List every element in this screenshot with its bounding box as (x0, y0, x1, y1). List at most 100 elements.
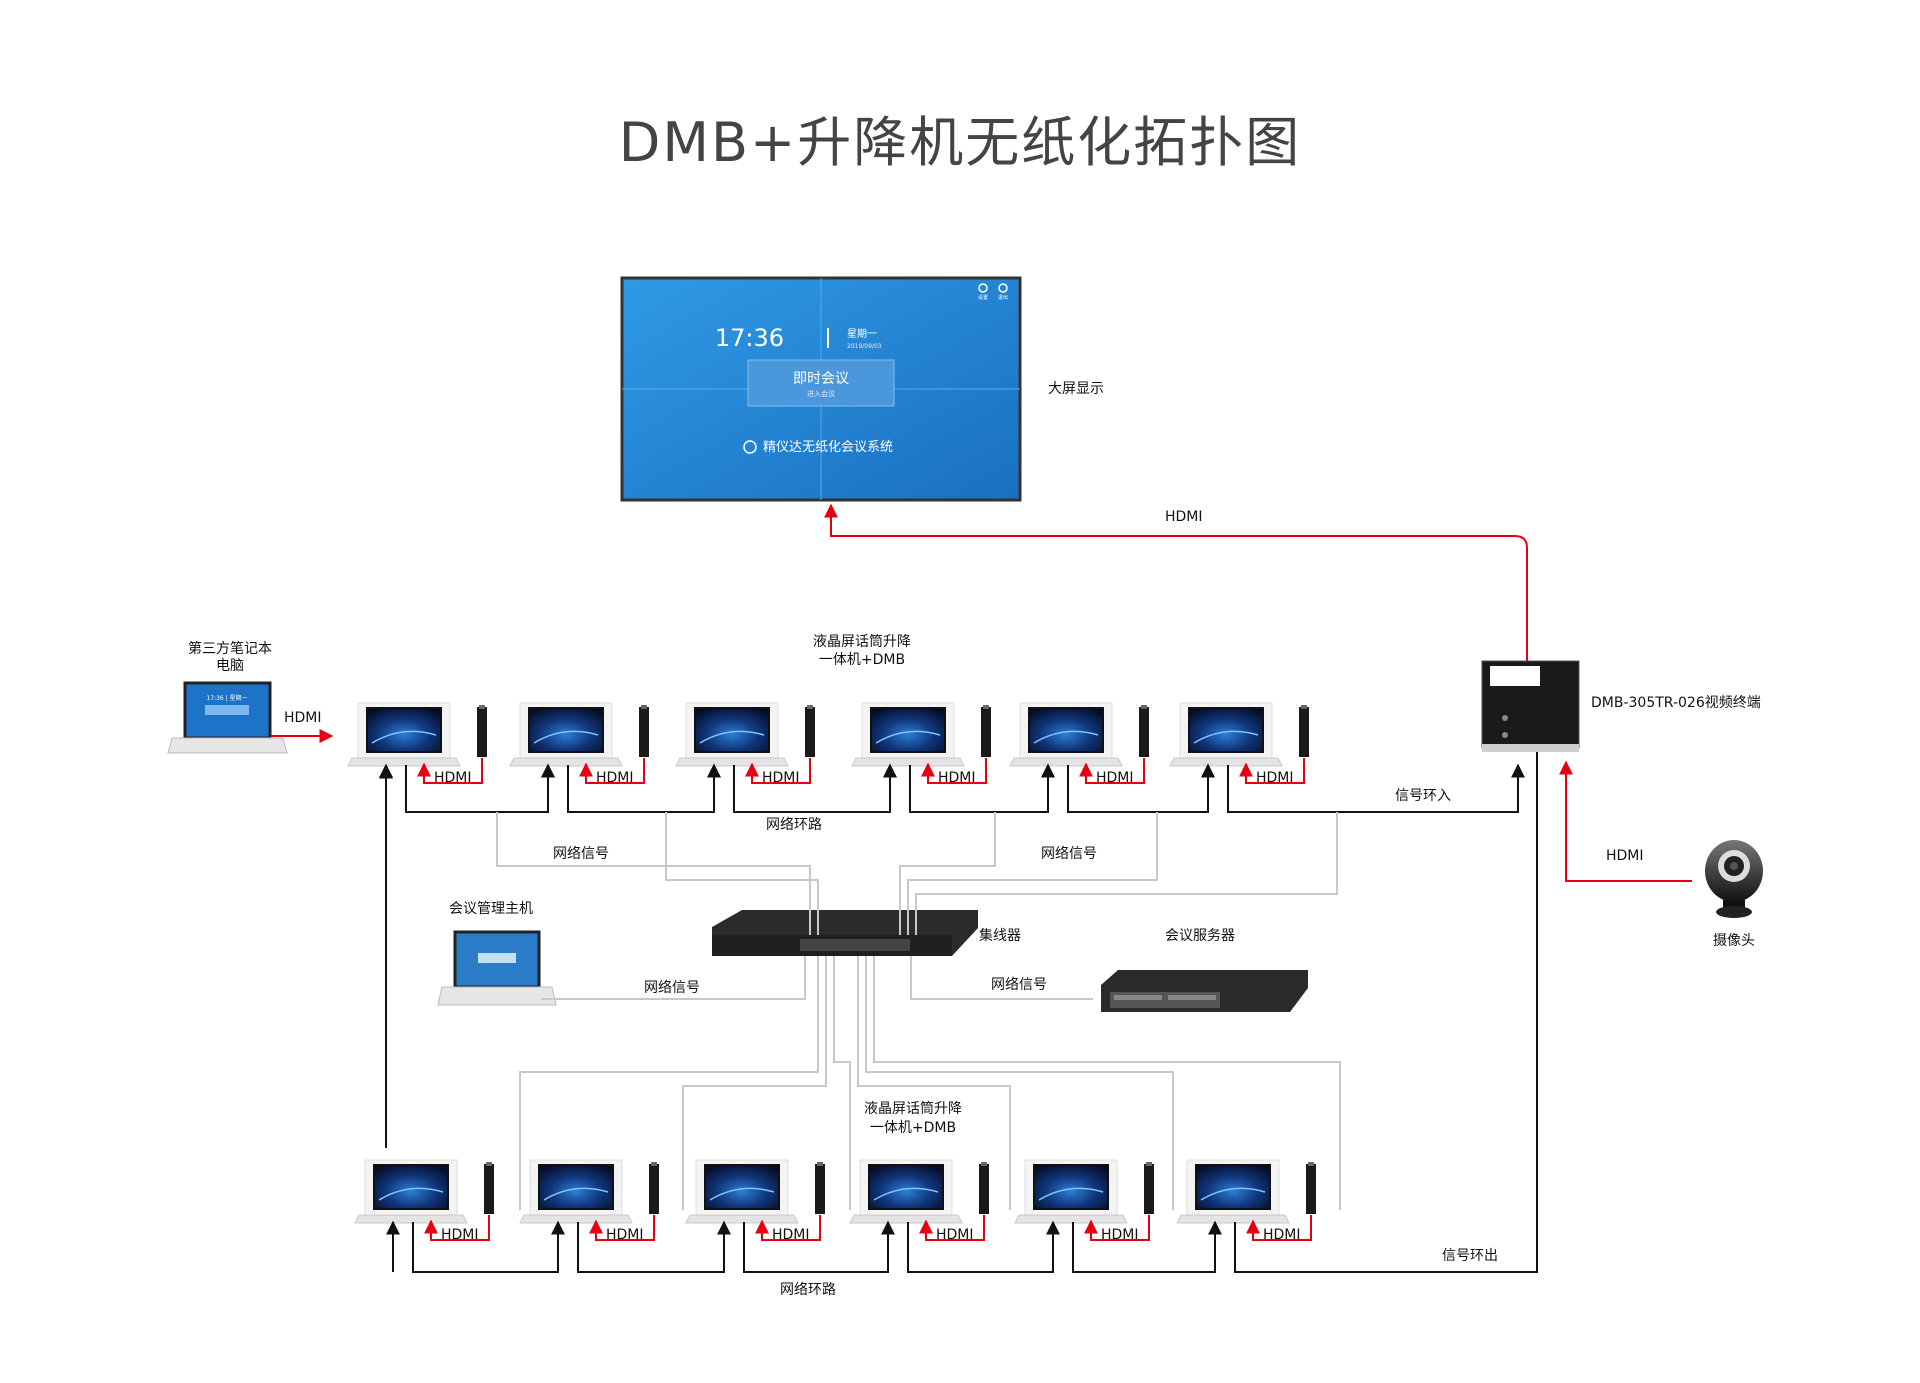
signal-chain-links (379, 752, 1538, 1273)
network-signal-top-left-label: 网络信号 (553, 846, 609, 862)
network-signal-lines (496, 812, 1341, 1210)
network-signal-line-10 (833, 956, 851, 1210)
power-icon[interactable] (998, 283, 1008, 293)
bottom-row-unit-screen-2 (538, 1164, 614, 1210)
top-row-hdmi-link-3 (745, 758, 811, 784)
top-row-mic-lift-4 (981, 707, 991, 757)
bottom-row-group-label-1: 液晶屏话筒升降 (864, 1100, 962, 1117)
top-row-hdmi-label-5: HDMI (1096, 770, 1134, 786)
signal-in-label: 信号环入 (1395, 788, 1451, 804)
settings-icon[interactable] (978, 283, 988, 293)
top-row-hdmi-label-2: HDMI (596, 770, 634, 786)
screen-time: 17:36 (715, 324, 784, 352)
screen-weekday: 星期一 (847, 328, 877, 340)
network-signal-line-2 (665, 812, 819, 935)
network-signal-line-12 (865, 956, 1174, 1210)
bottom-row-unit-screen-4 (868, 1164, 944, 1210)
screen-brand: 精仪达无纸化会议系统 (763, 440, 893, 455)
bottom-row-hdmi-label-2: HDMI (606, 1227, 644, 1243)
bottom-row-hdmi-link-3 (755, 1215, 821, 1241)
bottom-row-unit-6: HDMI (1176, 1159, 1316, 1258)
hdmi-terminal-to-screen (824, 503, 1528, 661)
network-signal-line-7 (910, 956, 1093, 1000)
bottom-row-unit-3: HDMI (685, 1159, 825, 1258)
bottom-row-hdmi-label-1: HDMI (441, 1227, 479, 1243)
bottom-row-group-label-2: 一体机+DMB (870, 1120, 956, 1136)
top-row-hdmi-label-1: HDMI (434, 770, 472, 786)
top-row-unit-2: HDMI (509, 702, 649, 801)
top-row-unit-6: HDMI (1169, 702, 1309, 801)
network-signal-host-label: 网络信号 (644, 980, 700, 996)
top-row-unit-screen-4 (870, 707, 946, 753)
bottom-row-hdmi-link-6 (1246, 1215, 1312, 1241)
hdmi-laptop-label: HDMI (284, 710, 322, 726)
top-row-hdmi-label-6: HDMI (1256, 770, 1294, 786)
diagram-title: DMB+升降机无纸化拓扑图 (618, 111, 1302, 174)
top-row-group-label-1: 液晶屏话筒升降 (813, 633, 911, 650)
top-row-hdmi-link-5 (1079, 758, 1145, 784)
instant-meeting-label: 即时会议 (793, 371, 849, 387)
top-row-unit-screen-5 (1028, 707, 1104, 753)
video-terminal-label: DMB-305TR-026视频终端 (1591, 695, 1761, 711)
management-host-laptop (437, 930, 557, 1006)
bottom-row-hdmi-link-1 (424, 1215, 490, 1241)
svg-text:17:36 | 星期一: 17:36 | 星期一 (206, 694, 247, 702)
big-screen-label: 大屏显示 (1048, 381, 1104, 397)
instant-meeting-button[interactable] (747, 359, 895, 407)
hdmi-camera-label: HDMI (1606, 848, 1644, 864)
top-row-hdmi-link-1 (417, 758, 483, 784)
bottom-row-unit-2: HDMI (519, 1159, 659, 1258)
bottom-row-unit-screen-1 (373, 1164, 449, 1210)
network-loop-bottom-label: 网络环路 (780, 1282, 836, 1298)
bottom-row-mic-lift-3 (815, 1164, 825, 1214)
hdmi-camera-link (1559, 760, 1692, 882)
bottom-row-hdmi-label-3: HDMI (772, 1227, 810, 1243)
signal-out-line (1234, 752, 1538, 1273)
management-host-label: 会议管理主机 (449, 901, 533, 917)
top-row-unit-screen-3 (694, 707, 770, 753)
bottom-row-unit-4: HDMI (849, 1159, 989, 1258)
bottom-row-hdmi-link-5 (1084, 1215, 1150, 1241)
top-row-unit-4: HDMI (851, 702, 991, 801)
network-signal-line-13 (873, 956, 1341, 1210)
third-party-laptop-label-2: 电脑 (216, 658, 244, 674)
network-signal-line-1 (496, 812, 811, 935)
third-party-laptop-label-1: 第三方笔记本 (188, 640, 272, 657)
network-signal-line-6 (541, 956, 806, 1000)
top-row-unit-screen-2 (528, 707, 604, 753)
network-signal-line-11 (857, 956, 1011, 1210)
top-row-hdmi-link-4 (921, 758, 987, 784)
exit-label: 退出 (998, 294, 1008, 301)
info-icon (743, 440, 757, 454)
bottom-row-unit-5: HDMI (1014, 1159, 1154, 1258)
bottom-row-hdmi-label-4: HDMI (936, 1227, 974, 1243)
network-signal-server-label: 网络信号 (991, 977, 1047, 993)
bottom-row-mic-lift-5 (1144, 1164, 1154, 1214)
network-switch (712, 910, 978, 956)
screen-date: 2019/09/03 (847, 343, 882, 350)
server-label: 会议服务器 (1165, 928, 1235, 944)
top-row-unit-1: HDMI (347, 702, 487, 801)
top-row-unit-5: HDMI (1009, 702, 1149, 801)
network-signal-line-9 (682, 956, 827, 1210)
conference-server (1101, 970, 1308, 1012)
camera-label: 摄像头 (1713, 933, 1755, 949)
top-row-mic-lift-6 (1299, 707, 1309, 757)
top-row-hdmi-label-4: HDMI (938, 770, 976, 786)
hdmi-screen-label: HDMI (1165, 509, 1203, 525)
instant-meeting-sub: 进入会议 (807, 389, 835, 398)
switch-label: 集线器 (979, 927, 1021, 944)
network-signal-line-5 (915, 812, 1338, 935)
top-row-unit-screen-1 (366, 707, 442, 753)
bottom-row-unit-screen-3 (704, 1164, 780, 1210)
bottom-row-unit-1: HDMI (354, 1159, 494, 1258)
bottom-row-hdmi-link-2 (589, 1215, 655, 1241)
top-row-hdmi-link-2 (579, 758, 645, 784)
bottom-row-mic-lift-6 (1306, 1164, 1316, 1214)
video-terminal (1481, 660, 1580, 752)
bottom-row-unit-screen-6 (1195, 1164, 1271, 1210)
settings-label: 设置 (978, 294, 988, 301)
big-screen-display: 17:36 星期一 2019/09/03 即时会议 进入会议 精仪达无纸化会议系… (620, 276, 1022, 502)
